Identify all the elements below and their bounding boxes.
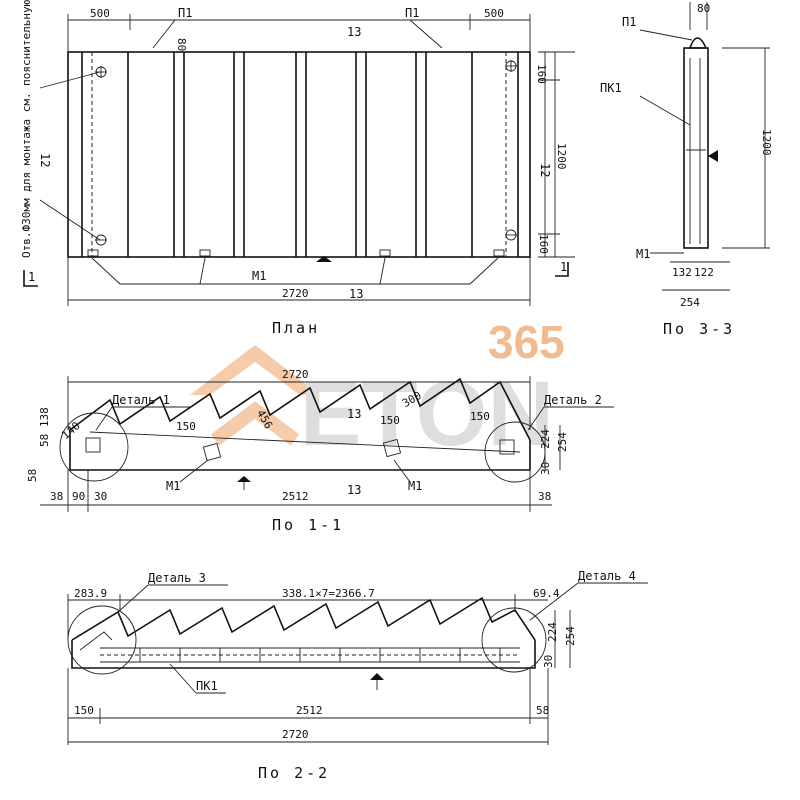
sec22-dim-254: 254 xyxy=(564,626,577,646)
sec22-rebar-ticks xyxy=(139,648,501,662)
sec11-label-m1-right: М1 xyxy=(408,479,422,493)
plan-dim-160-bottom: 160 xyxy=(537,234,550,254)
sec11-detail1: Деталь 1 xyxy=(112,393,170,407)
sec11-dim-254: 254 xyxy=(556,432,569,452)
sec22-dim-69-4: 69.4 xyxy=(533,587,560,600)
plan-dim-160-top: 160 xyxy=(535,64,548,84)
sec22-dim-2720: 2720 xyxy=(282,728,309,741)
sec11-dim-224: 224 xyxy=(539,429,552,449)
sec33-label-pk1: ПК1 xyxy=(600,81,622,95)
section-1-1: 2720 Деталь 1 Деталь 2 13 150 456 300 15… xyxy=(26,368,614,534)
sec33-label-p1: П1 xyxy=(622,15,636,29)
plan-label-12: 12 xyxy=(538,163,552,177)
sec22-detail4: Деталь 4 xyxy=(578,569,636,583)
sec11-dim-58-138: 58 138 xyxy=(38,407,51,447)
plan-view: 500 500 П1 П1 13 80 xyxy=(20,0,575,337)
watermark-number: 365 xyxy=(488,316,565,368)
plan-dim-500-left: 500 xyxy=(90,7,110,20)
sec11-detail2: Деталь 2 xyxy=(544,393,602,407)
sec33-label-m1: М1 xyxy=(636,247,650,261)
section-2-2: Деталь 3 Деталь 4 283.9 338.1×7=2366.7 6… xyxy=(67,569,648,782)
sec11-title: По 1-1 xyxy=(272,516,344,534)
plan-dim-1200: 1200 xyxy=(555,143,568,170)
sec11-dim-2512: 2512 xyxy=(282,490,309,503)
sec22-dim-283-9: 283.9 xyxy=(74,587,107,600)
sec22-title: По 2-2 xyxy=(258,764,330,782)
sec11-label-m1-left: М1 xyxy=(166,479,180,493)
section-3-3: 80 П1 ПК1 1200 М1 132 122 254 По 3-3 xyxy=(600,2,773,338)
sec22-dim-2512: 2512 xyxy=(296,704,323,717)
sec11-dim-58: 58 xyxy=(26,469,39,482)
plan-section-mark-right: 1 xyxy=(560,260,567,274)
sec22-dim-30: 30 xyxy=(542,655,555,668)
plan-label-m1: М1 xyxy=(252,269,266,283)
sec11-dim-150-b: 150 xyxy=(380,414,400,427)
plan-label-p1-right: П1 xyxy=(405,6,419,20)
plan-dim-2720: 2720 xyxy=(282,287,309,300)
sec22-detail3: Деталь 3 xyxy=(148,571,206,585)
sec22-dim-224: 224 xyxy=(546,622,559,642)
plan-title: План xyxy=(272,319,320,337)
plan-section-mark-left: 1 xyxy=(28,270,35,284)
sec11-dim-150-a: 150 xyxy=(176,420,196,433)
plan-section-mark-12: 12 xyxy=(38,153,52,167)
sec33-dim-1200: 1200 xyxy=(760,129,773,156)
sec11-dim-38-left: 38 xyxy=(50,490,63,503)
sec33-dim-254: 254 xyxy=(680,296,700,309)
plan-label-13-bottom: 13 xyxy=(349,287,363,301)
plan-label-13-top: 13 xyxy=(347,25,361,39)
plan-side-note: Отв.Ф30мм для монтажа см. пояснительную … xyxy=(20,0,33,258)
sec33-dim-80: 80 xyxy=(697,2,710,15)
sec11-label-13-bottom: 13 xyxy=(347,483,361,497)
sec11-label-13-top: 13 xyxy=(347,407,361,421)
plan-dim-80: 80 xyxy=(175,38,188,51)
sec33-dim-122: 122 xyxy=(694,266,714,279)
sec22-dim-58: 58 xyxy=(536,704,549,717)
sec22-dim-150: 150 xyxy=(74,704,94,717)
sec11-dim-30-right: 30 xyxy=(539,462,552,475)
watermark-house-icon xyxy=(190,345,320,446)
sec11-dim-30: 30 xyxy=(94,490,107,503)
plan-label-p1-left: П1 xyxy=(178,6,192,20)
sec22-dim-formula: 338.1×7=2366.7 xyxy=(282,587,375,600)
plan-dim-500-right: 500 xyxy=(484,7,504,20)
watermark: 365 ETON xyxy=(190,316,565,465)
sec33-dim-132: 132 xyxy=(672,266,692,279)
sec11-dim-90: 90 xyxy=(72,490,85,503)
sec33-title: По 3-3 xyxy=(663,320,735,338)
sec11-dim-38-right: 38 xyxy=(538,490,551,503)
sec22-label-pk1: ПК1 xyxy=(196,679,218,693)
sec11-dim-150-c: 150 xyxy=(470,410,490,423)
sec11-dim-2720: 2720 xyxy=(282,368,309,381)
